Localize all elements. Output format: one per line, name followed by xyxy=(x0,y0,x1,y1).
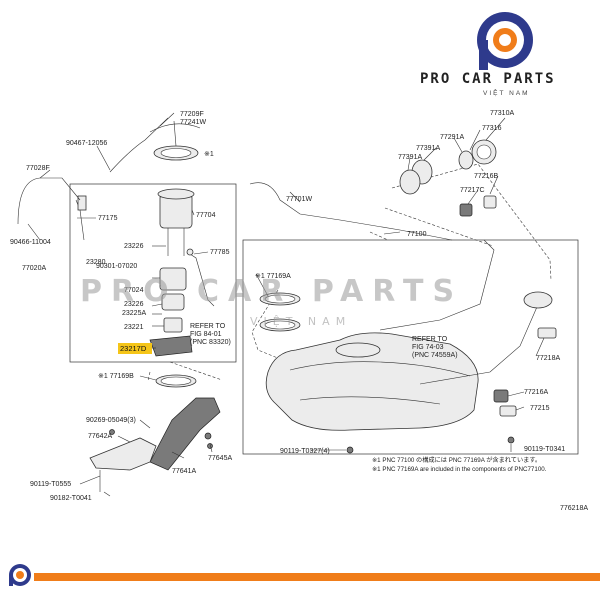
part-77704: 77704 xyxy=(196,212,216,219)
ref2-line2: FIG 74-03 xyxy=(412,344,444,351)
part-77217C: 77217C xyxy=(460,187,485,194)
tank-box xyxy=(242,239,579,455)
part-90467-12056: 90467-12056 xyxy=(66,140,107,147)
pump-assembly-box xyxy=(69,183,237,363)
part-77100: 77100 xyxy=(407,231,427,238)
part-23226-a: 23226 xyxy=(124,243,144,250)
part-90119-T0327: 90119-T0327(4) xyxy=(280,448,330,455)
brand-logo xyxy=(477,12,533,70)
part-23226-b: 23226 xyxy=(124,301,144,308)
part-90119-T0555: 90119-T0555 xyxy=(30,481,71,488)
part-star1-ring: ※1 xyxy=(204,151,214,158)
part-77701W: 77701W xyxy=(286,196,312,203)
ref1-line1: REFER TO xyxy=(190,323,226,330)
part-23280: 23280 xyxy=(86,259,106,266)
part-77169B: ※1 77169B xyxy=(98,373,134,380)
part-23221: 23221 xyxy=(124,324,144,331)
ref2-line3: (PNC 74559A) xyxy=(412,352,458,359)
ref1-line2: FIG 84-01 xyxy=(190,331,222,338)
watermark: PRO CAR PARTS xyxy=(80,274,463,309)
watermark-sub: VIỆT NAM xyxy=(250,315,351,328)
ref1-line3: (PNC 83320) xyxy=(190,339,231,346)
note-en: ※1 PNC 77169A are included in the compon… xyxy=(372,466,547,473)
part-77391A: 77391A xyxy=(416,145,440,152)
strainer-shape xyxy=(149,335,193,357)
tank-band-shape xyxy=(149,397,221,471)
note-jp: ※1 PNC 77100 の構成には PNC 77169A が含まれています。 xyxy=(372,456,541,464)
part-90301-07020: 90301-07020 xyxy=(96,263,137,270)
part-77785: 77785 xyxy=(210,249,230,256)
part-77241W: 77241W xyxy=(180,119,206,126)
part-77291A: 77291A xyxy=(440,134,464,141)
part-23217D: 23217D xyxy=(120,344,147,353)
diagram-code: 776218A xyxy=(560,505,588,512)
part-77215: 77215 xyxy=(530,405,550,412)
part-77020A: 77020A xyxy=(22,265,46,272)
filler-neck-shape xyxy=(523,291,553,309)
part-90119-T0341: 90119-T0341 xyxy=(524,446,565,453)
part-77316: 77316 xyxy=(482,125,502,132)
brand-sub: VIỆT NAM xyxy=(483,88,530,97)
part-77175: 77175 xyxy=(98,215,118,222)
part-77216B: 77216B xyxy=(474,173,498,180)
part-90466-11004: 90466-11004 xyxy=(10,239,51,246)
part-77642A: 77642A xyxy=(88,433,112,440)
part-90269-05049: 90269-05049(3) xyxy=(86,417,136,424)
part-77216A: 77216A xyxy=(524,389,548,396)
bracket-shape xyxy=(89,437,157,471)
part-77310A: 77310A xyxy=(490,110,514,117)
brand-name: PRO CAR PARTS xyxy=(420,71,556,87)
small-logo xyxy=(9,564,31,586)
ref2-line1: REFER TO xyxy=(412,336,448,343)
filter-shape xyxy=(159,267,187,291)
fuel-tank-shape xyxy=(265,332,479,431)
part-77209F: 77209F xyxy=(180,111,204,118)
part-77645A: 77645A xyxy=(208,455,232,462)
part-77218A: 77218A xyxy=(536,355,560,362)
part-77028F: 77028F xyxy=(26,165,50,172)
part-77169A: ※1 77169A xyxy=(255,273,291,280)
part-77641A: 77641A xyxy=(172,468,196,475)
part-77024: 77024 xyxy=(124,287,144,294)
part-77391A-b: 77391A xyxy=(398,154,422,161)
part-90182-T0041: 90182-T0041 xyxy=(50,495,92,502)
part-23225A: 23225A xyxy=(122,310,146,317)
highlight-23217D xyxy=(118,343,152,354)
